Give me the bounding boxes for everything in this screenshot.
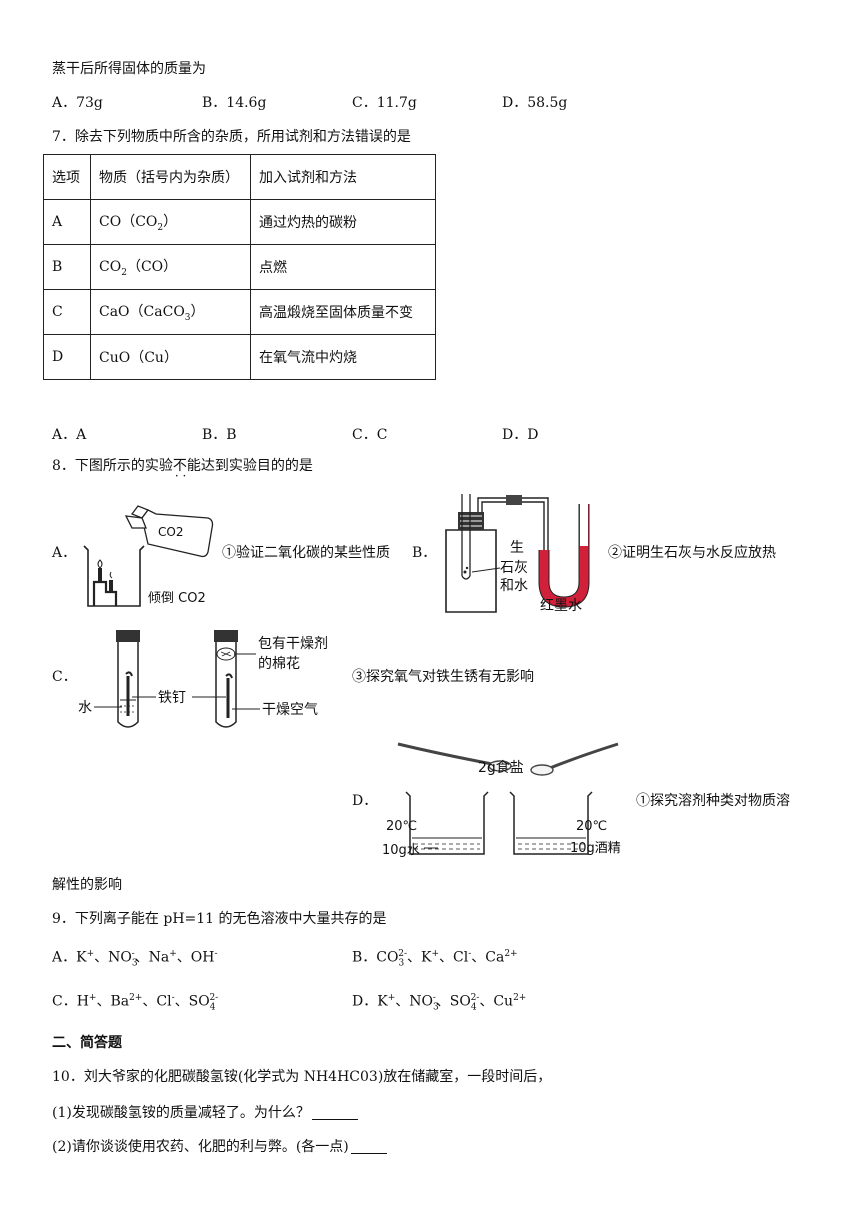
substance-impurity: Cu [144, 350, 164, 366]
table-row: B CO2（CO） 点燃 [43, 244, 436, 290]
q8-stem-emphasis: 不能 [173, 458, 201, 474]
q6-option-d[interactable]: D．58.5g [502, 95, 568, 111]
q7-stem: 7．除去下列物质中所含的杂质，所用试剂和方法错误的是 [52, 129, 411, 145]
solubility-figure: 2g食盐 20℃ 10g水 20℃ 10g酒精 [382, 742, 621, 858]
answer-blank[interactable] [311, 1107, 358, 1120]
q8-option-c[interactable]: C． [52, 669, 77, 685]
q10-sub1-text: (1)发现碳酸氢铵的质量减轻了。为什么？ [52, 1105, 310, 1121]
label-nail: 铁钉 [158, 690, 186, 706]
q9-option-c[interactable]: C．H+、Ba2+、Cl-、SO42- [52, 993, 219, 1013]
q10-sub1: (1)发现碳酸氢铵的质量减轻了。为什么？ [52, 1106, 358, 1120]
substance-main: CO [99, 259, 122, 276]
q8-b-description: ②证明生石灰与水反应放热 [608, 545, 776, 561]
q8-option-d[interactable]: D． [352, 793, 378, 809]
q6-option-b[interactable]: B．14.6g [202, 95, 267, 111]
substance-impurity: CaCO [143, 304, 185, 321]
label-cotton-line1: 包有干燥剂 [258, 636, 328, 652]
q8-a-description: ①验证二氧化碳的某些性质 [222, 545, 390, 561]
table-header-row: 选项 物质（括号内为杂质） 加入试剂和方法 [43, 154, 436, 200]
q7-table: 选项 物质（括号内为杂质） 加入试剂和方法 A CO（CO2） 通过灼热的碳粉 … [43, 154, 436, 380]
table-cell-substance: CaO（CaCO3） [90, 289, 251, 335]
beaker-icon [509, 791, 593, 855]
q8-stem: 8．下图所示的实验不能达到实验目的的是 [52, 459, 313, 473]
label-water: 水 [78, 700, 92, 716]
table-cell-method: 通过灼热的碳粉 [250, 199, 436, 245]
subscript: 2 [121, 267, 127, 278]
substance-main: CO [99, 214, 122, 231]
subscript: 2 [157, 222, 164, 233]
q10-stem: 10．刘大爷家的化肥碳酸氢铵(化学式为 NH4HC03)放在储藏室，一段时间后， [52, 1069, 552, 1085]
subscript: 3 [184, 312, 191, 323]
co2-pouring-figure: CO2 倾倒 CO2 [83, 505, 214, 607]
table-cell-method: 高温煅烧至固体质量不变 [250, 289, 436, 335]
table-row: A CO（CO2） 通过灼热的碳粉 [43, 199, 436, 245]
table-cell-option: C [43, 289, 91, 335]
q9-option-a[interactable]: A．K+、NO3-、Na+、OH- [52, 949, 218, 969]
label-temp-right: 20℃ [576, 819, 607, 834]
table-cell-method: 在氧气流中灼烧 [250, 334, 436, 380]
q7-option-a[interactable]: A．A [52, 427, 87, 443]
spoon-icon [530, 742, 619, 776]
label-cotton-line2: 的棉花 [258, 655, 300, 672]
label-solvent-left: 10g水 [382, 843, 420, 858]
substance-impurity: CO [140, 259, 164, 276]
q8-c-description: ③探究氧气对铁生锈有无影响 [352, 669, 534, 685]
table-cell-substance: CuO（Cu） [90, 334, 251, 380]
table-cell-substance: CO2（CO） [90, 244, 251, 290]
table-row: D CuO（Cu） 在氧气流中灼烧 [43, 334, 436, 380]
label-salt: 2g食盐 [478, 759, 524, 776]
label-dry-air: 干燥空气 [262, 702, 318, 718]
q7-option-d[interactable]: D．D [502, 427, 539, 443]
substance-impurity: CO [135, 214, 158, 231]
q8-stem-post: 达到实验目的的是 [200, 458, 313, 474]
q10-sub2-text: (2)请你谈谈使用农药、化肥的利与弊。(各一点) [52, 1139, 349, 1155]
rust-experiment-figure: 包有干燥剂 的棉花 水 铁钉 干燥空气 [78, 630, 328, 728]
q8-option-a[interactable]: A． [52, 545, 77, 561]
table-header-cell: 选项 [43, 154, 91, 200]
q8-d-description: ①探究溶剂种类对物质溶 [636, 793, 790, 809]
beaker-icon [405, 791, 489, 855]
spoon-icon [397, 742, 512, 772]
co2-pour-caption: 倾倒 CO2 [148, 591, 206, 606]
co2-bottle-label: CO2 [158, 525, 183, 539]
q6-option-c[interactable]: C．11.7g [352, 95, 417, 111]
beaker-icon [83, 545, 145, 607]
label-hongmo: 红墨水 [540, 598, 582, 614]
table-cell-substance: CO（CO2） [90, 199, 251, 245]
table-cell-option: A [43, 199, 91, 245]
label-temp-left: 20℃ [386, 819, 417, 834]
q8-option-b[interactable]: B． [412, 545, 437, 561]
q9-option-d[interactable]: D．K+、NO3-、SO42-、Cu2+ [352, 993, 527, 1013]
substance-main: CuO [99, 350, 131, 366]
q6-stem-tail: 蒸干后所得固体的质量为 [52, 61, 206, 77]
q9-option-b[interactable]: B．CO32-、K+、Cl-、Ca2+ [352, 949, 518, 969]
table-header-cell: 加入试剂和方法 [250, 154, 436, 200]
substance-main: CaO [99, 304, 130, 321]
answer-blank[interactable] [350, 1141, 387, 1154]
label-sheng: 生 [510, 540, 524, 556]
q7-option-b[interactable]: B．B [202, 427, 237, 443]
q10-sub2: (2)请你谈谈使用农药、化肥的利与弊。(各一点) [52, 1140, 387, 1154]
section-heading: 二、简答题 [52, 1035, 122, 1051]
q6-option-a[interactable]: A．73g [52, 95, 103, 111]
table-header-cell: 物质（括号内为杂质） [90, 154, 251, 200]
table-cell-option: D [43, 334, 91, 380]
co2-bottle-icon [124, 505, 214, 558]
table-cell-option: B [43, 244, 91, 290]
label-shihui: 石灰 [500, 560, 528, 576]
flask-icon [445, 494, 549, 613]
test-tube-icon [214, 630, 238, 728]
q8-d-description-tail: 解性的影响 [52, 877, 122, 893]
q8-stem-pre: 8．下图所示的实验 [52, 458, 173, 474]
test-tube-icon [116, 630, 140, 728]
table-row: C CaO（CaCO3） 高温煅烧至固体质量不变 [43, 289, 436, 335]
q7-option-c[interactable]: C．C [352, 427, 388, 443]
u-tube-icon [538, 504, 590, 608]
label-heshui: 和水 [500, 578, 528, 594]
q9-stem: 9．下列离子能在 pH=11 的无色溶液中大量共存的是 [52, 911, 387, 927]
quicklime-figure: 生 石灰 和水 红墨水 [445, 494, 590, 614]
label-solvent-right: 10g酒精 [570, 841, 621, 856]
table-cell-method: 点燃 [250, 244, 436, 290]
